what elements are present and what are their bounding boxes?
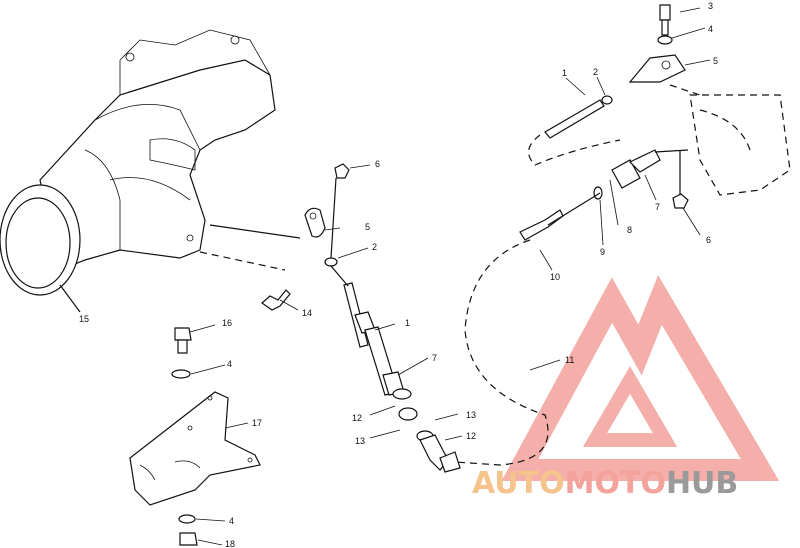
callout-2: 2 (372, 242, 377, 252)
washer-part-4b (178, 514, 196, 524)
callout-5: 5 (713, 56, 718, 66)
callout-labels: 3 4 5 1 2 6 5 2 7 8 9 6 10 15 14 16 1 4 … (79, 1, 718, 548)
washer-part-9 (593, 186, 603, 200)
watermark-auto: AUTO (472, 466, 565, 501)
callout-16: 16 (222, 318, 232, 328)
washer-part-2 (324, 257, 338, 267)
nut-part-2-top (601, 95, 613, 105)
leader-line (59, 284, 81, 313)
callout-4: 4 (708, 24, 713, 34)
callout-17: 17 (252, 418, 262, 428)
rod-end-part-5 (304, 207, 326, 238)
callout-13: 13 (466, 410, 476, 420)
callout-6: 6 (706, 235, 711, 245)
callout-11: 11 (565, 355, 574, 365)
leader-line (209, 224, 301, 239)
adjuster-part-10 (519, 209, 564, 241)
callout-18: 18 (225, 539, 235, 548)
callout-12: 12 (352, 413, 362, 423)
watermark-moto: MOTO (564, 466, 666, 501)
callout-6: 6 (375, 159, 380, 169)
nut-part-6 (334, 163, 350, 179)
bolt-part-14 (261, 289, 291, 311)
callout-4: 4 (227, 359, 232, 369)
center-cable-assembly (304, 163, 418, 421)
bolt-part-3 (659, 4, 671, 21)
watermark-text: AUTOMOTOHUB (472, 466, 738, 501)
leader-line (199, 251, 286, 271)
callout-7: 7 (655, 202, 660, 212)
bolt-part-16 (174, 327, 192, 354)
callout-10: 10 (550, 272, 560, 282)
washer-part-13 (398, 407, 418, 421)
nut-part-6-right (672, 193, 689, 209)
callout-4: 4 (229, 516, 234, 526)
callout-12: 12 (466, 431, 476, 441)
callout-8: 8 (627, 225, 632, 235)
callout-5: 5 (365, 222, 370, 232)
adjuster-part-8 (611, 159, 641, 189)
cable-part-1-top (544, 99, 605, 139)
callout-14: 14 (302, 308, 312, 318)
housing-outline (689, 94, 791, 196)
callout-3: 3 (708, 1, 713, 11)
nut-part-18 (179, 532, 198, 546)
gearcase-housing (0, 29, 276, 296)
callout-leaders (189, 7, 711, 546)
callout-2: 2 (593, 67, 598, 77)
callout-1: 1 (562, 68, 567, 78)
watermark-logo (501, 275, 780, 481)
upper-cable-assembly (519, 4, 791, 241)
callout-13: 13 (355, 436, 365, 446)
callout-9: 9 (600, 247, 605, 257)
rod-end-part-5-top (628, 54, 686, 83)
cable-part-11 (454, 239, 549, 466)
bracket-part-17 (129, 391, 261, 506)
lower-cable-end (416, 430, 461, 473)
callout-1: 1 (405, 318, 410, 328)
callout-7: 7 (432, 353, 437, 363)
watermark-hub: HUB (665, 466, 739, 501)
callout-15: 15 (79, 314, 89, 324)
washer-part-4 (171, 369, 191, 379)
washer-part-4-top (657, 35, 673, 45)
